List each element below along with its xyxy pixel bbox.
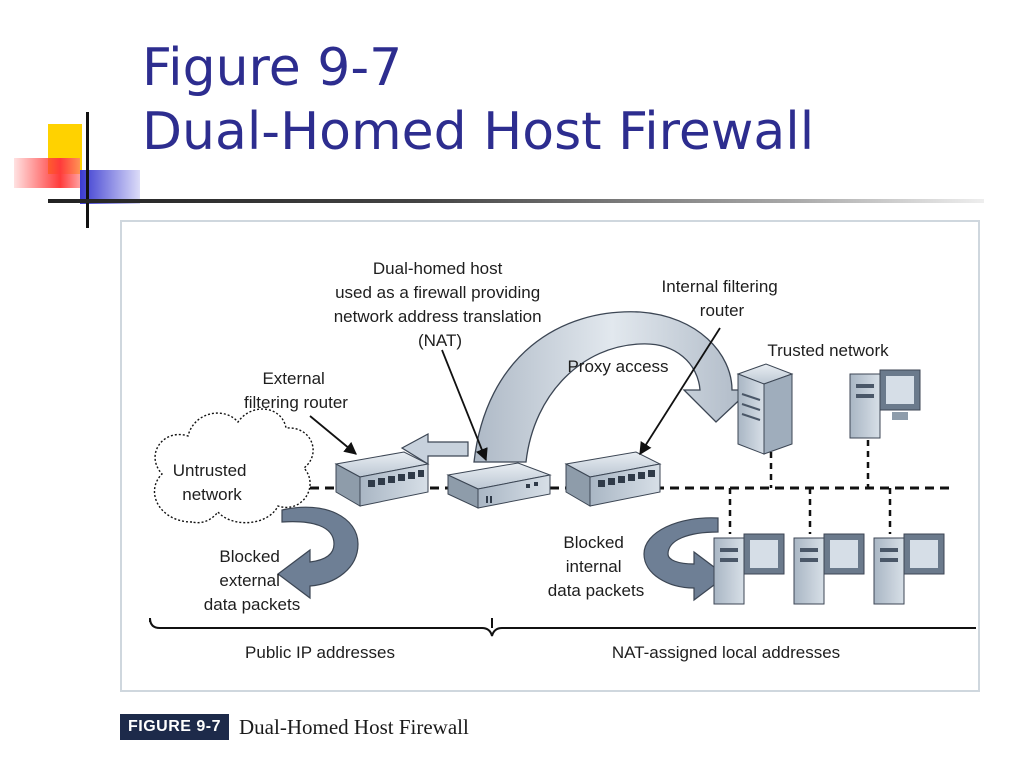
figure-caption: FIGURE 9-7 Dual-Homed Host Firewall: [120, 712, 469, 742]
trusted-server: [736, 363, 794, 455]
trusted-network-label: Trusted network: [767, 341, 889, 360]
decor-vertical-line: [86, 112, 89, 228]
dual-homed-host-label-line-3: network address translation: [334, 307, 542, 326]
proxy-access-arrow: [473, 311, 752, 463]
client-workstation-1: [713, 533, 785, 605]
caption-badge: FIGURE 9-7: [120, 714, 230, 740]
dual-homed-host-device: [446, 462, 552, 509]
slide-title-line-2: Dual-Homed Host Firewall: [142, 102, 815, 162]
blocked-internal-label-line-1: Blocked: [563, 533, 623, 552]
client-workstation-2: [793, 533, 865, 605]
internal-router-pointer: [639, 327, 721, 456]
title-underline: [48, 199, 984, 203]
client-workstation-3: [873, 533, 945, 605]
address-brace: [149, 617, 976, 637]
external-router-label-line-2: filtering router: [244, 393, 348, 412]
proxy-access-label: Proxy access: [567, 357, 668, 376]
figure-frame: Dual-homed host used as a firewall provi…: [120, 220, 980, 692]
slide-title: Figure 9-7 Dual-Homed Host Firewall: [142, 36, 814, 164]
internal-router-label-line-2: router: [700, 301, 745, 320]
dual-homed-host-label: Dual-homed host used as a firewall provi…: [334, 259, 547, 350]
public-ip-label: Public IP addresses: [245, 643, 395, 662]
decor-blue-bar: [80, 170, 140, 204]
dual-homed-host-label-line-4: (NAT): [418, 331, 462, 350]
dual-homed-host-label-line-1: Dual-homed host: [373, 259, 503, 278]
caption-text: Dual-Homed Host Firewall: [239, 714, 469, 739]
blocked-external-label-line-3: data packets: [204, 595, 300, 614]
decor-red-bar: [14, 158, 80, 188]
nat-translation-arrow: [400, 432, 469, 466]
blocked-external-label-line-2: external: [219, 571, 279, 590]
untrusted-network-label-line-2: network: [182, 485, 242, 504]
blocked-external-label-line-1: Blocked: [219, 547, 279, 566]
blocked-external-label: Blocked external data packets: [204, 547, 300, 614]
external-router-label: External filtering router: [244, 369, 348, 412]
internal-router-label-line-1: Internal filtering: [662, 277, 778, 296]
dual-homed-host-label-line-2: used as a firewall providing: [335, 283, 540, 302]
untrusted-network-label: Untrusted network: [173, 461, 251, 504]
internal-router-label: Internal filtering router: [662, 277, 783, 320]
nat-local-label: NAT-assigned local addresses: [612, 643, 840, 662]
external-router-pointer: [309, 415, 357, 455]
slide-title-line-1: Figure 9-7: [142, 38, 403, 98]
trusted-workstation: [849, 369, 921, 439]
blocked-internal-arrow: [643, 517, 727, 602]
internal-router: [564, 451, 662, 507]
untrusted-cloud: [153, 408, 314, 524]
blocked-internal-label: Blocked internal data packets: [548, 533, 644, 600]
untrusted-network-label-line-1: Untrusted: [173, 461, 247, 480]
blocked-internal-label-line-3: data packets: [548, 581, 644, 600]
host-pointer: [441, 349, 488, 462]
external-router: [334, 451, 430, 507]
external-router-label-line-1: External: [262, 369, 324, 388]
blocked-external-arrow: [277, 506, 359, 600]
blocked-internal-label-line-2: internal: [566, 557, 622, 576]
network-diagram: Dual-homed host used as a firewall provi…: [149, 259, 976, 662]
